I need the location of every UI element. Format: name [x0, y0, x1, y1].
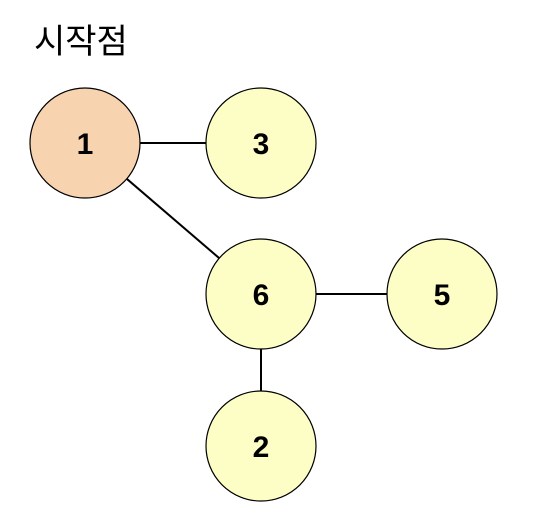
node-3: 3 [205, 87, 317, 199]
node-6: 6 [205, 238, 317, 350]
nodes-layer: 1 3 6 5 2 [29, 87, 498, 502]
edge-1-6 [126, 178, 220, 259]
node-5: 5 [386, 238, 498, 350]
node-label-6: 6 [253, 279, 270, 312]
node-label-1: 1 [77, 128, 94, 161]
node-label-5: 5 [434, 279, 451, 312]
node-circle-2 [205, 390, 317, 502]
node-circle-3 [205, 87, 317, 199]
edges-layer [126, 142, 387, 391]
start-point-label: 시작점 [34, 22, 128, 62]
node-1: 1 [29, 87, 141, 199]
node-label-2: 2 [253, 431, 270, 464]
node-circle-6 [205, 238, 317, 350]
node-circle-1 [29, 87, 141, 199]
node-circle-5 [386, 238, 498, 350]
node-label-3: 3 [253, 128, 270, 161]
node-2: 2 [205, 390, 317, 502]
